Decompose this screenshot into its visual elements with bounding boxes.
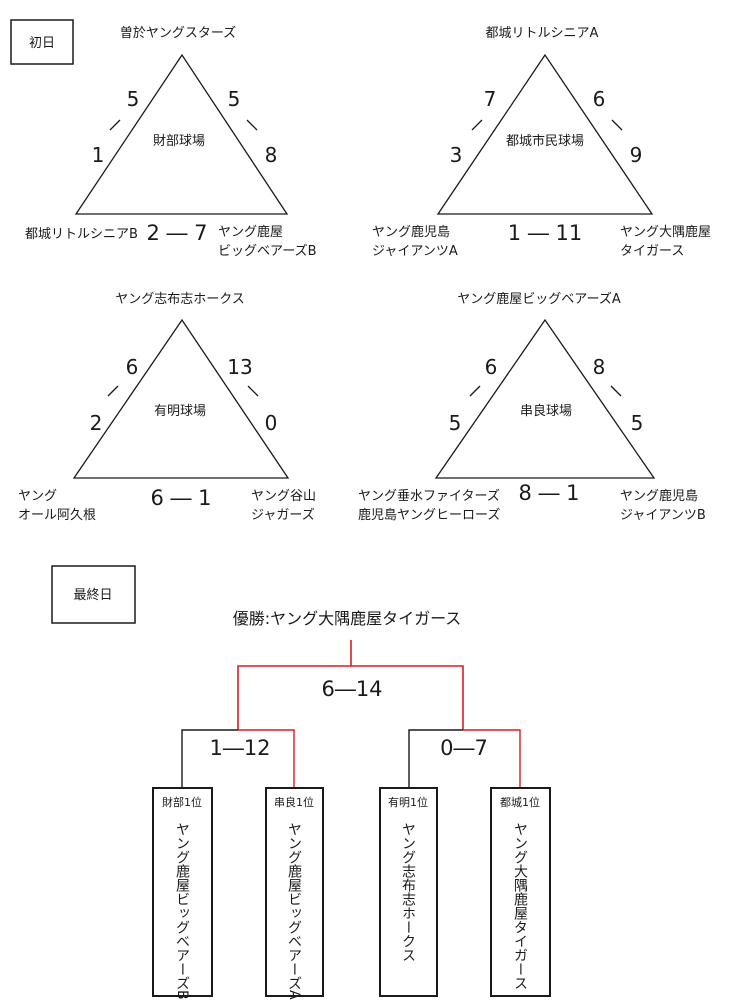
final-runnerup-path [237,665,351,730]
triangle-4 [434,318,656,479]
left-top-score-4: 6 [485,355,498,379]
semi-right-winner-path [463,729,521,788]
right-team-4-line2: ジャイアンツB [620,508,706,523]
top-team-2: 都城リトルシニアA [486,26,599,41]
left-team-2-line1: ヤング鹿児島 [372,224,450,240]
right-top-score-1: 5 [228,87,241,111]
right-bottom-score-1: 8 [265,143,278,167]
left-bottom-score-4: 5 [449,411,462,435]
left-top-score-1: 5 [127,87,140,111]
venue-1: 財部球場 [153,134,205,149]
left-top-score-2: 7 [484,87,497,111]
final-score: 6―14 [321,677,382,701]
right-bottom-score-4: 5 [631,411,644,435]
right-team-2-line1: ヤング大隅鹿屋 [620,224,711,240]
slot-box-3: 有明1位 ヤング志布志ホークス [379,787,438,997]
right-top-score-3: 13 [227,355,252,379]
right-edge-dash-1 [246,119,258,131]
slot-rank: 串良1位 [274,795,314,809]
left-team-3-line1: ヤング [18,489,57,504]
slot-team: ヤング鹿屋ビッグベアーズA [286,822,302,1000]
left-team-4-line1: ヤング垂水ファイターズ [358,488,500,504]
triangle-3 [72,318,290,479]
slot-box-1: 財部1位 ヤング鹿屋ビッグベアーズB [152,787,213,1000]
left-bottom-score-2: 3 [450,143,463,167]
right-edge-dash-2 [611,119,623,131]
right-team-2-line2: タイガース [620,244,684,259]
slot-frame [265,787,324,997]
slot-rank: 有明1位 [388,795,428,809]
slot-box-4: 都城1位 ヤング大隅鹿屋タイガース [490,787,551,997]
slot-team: ヤング志布志ホークス [400,822,416,962]
final-day-label-box [51,565,136,624]
bottom-score-2: 1 ― 11 [508,221,582,245]
slot-box-2: 串良1位 ヤング鹿屋ビッグベアーズA [265,787,324,1000]
final-winner-path [350,640,464,730]
right-team-4-line1: ヤング鹿児島 [620,488,698,504]
right-top-score-2: 6 [593,87,606,111]
bracket-lines [181,640,521,788]
semi-score-right: 0―7 [440,736,488,760]
right-edge-dash-3 [247,385,259,397]
semi-right-loser-path [408,729,463,788]
left-team-3-line2: オール阿久根 [18,508,96,523]
final-day-label: 最終日 [73,587,112,603]
triangle-1 [74,53,289,215]
left-edge-dash-4 [469,385,481,397]
slot-team: ヤング大隅鹿屋タイガース [512,822,528,990]
round-robin-block-2: 都城リトルシニアA 都城市民球場 7 3 6 9 ヤング鹿児島 ジャイアンツA … [372,26,711,259]
venue-3: 有明球場 [154,404,206,419]
slot-rank: 財部1位 [162,795,202,809]
left-bottom-score-1: 1 [92,143,105,167]
left-team-2-line2: ジャイアンツA [372,244,458,259]
right-team-3-line2: ジャガーズ [251,507,315,523]
right-bottom-score-3: 0 [265,411,278,435]
slot-frame [490,787,551,997]
semi-score-left: 1―12 [209,736,270,760]
round-robin-block-4: ヤング鹿屋ビッグベアーズA 串良球場 6 5 8 5 ヤング垂水ファイターズ 鹿… [358,291,706,523]
bottom-score-3: 6 ― 1 [150,486,211,510]
top-team-4: ヤング鹿屋ビッグベアーズA [457,291,621,307]
right-team-3-line1: ヤング谷山 [251,489,316,504]
bottom-score-1: 2 ― 7 [146,221,207,245]
champion-title: 優勝:ヤング大隅鹿屋タイガース [233,609,462,628]
left-edge-dash-3 [107,385,119,397]
slot-rank: 都城1位 [500,795,540,809]
semi-left-winner-path [238,729,295,788]
bottom-score-4: 8 ― 1 [518,481,579,505]
right-team-1-line2: ビッグベアーズB [218,243,317,259]
round-robin-block-3: ヤング志布志ホークス 有明球場 6 2 13 0 ヤング オール阿久根 ヤング谷… [18,292,316,523]
slot-frame [379,787,438,997]
left-team-4-line2: 鹿児島ヤングヒーローズ [358,507,500,523]
round-robin-block-1: 曽於ヤングスターズ 財部球場 5 1 5 8 都城リトルシニアB ヤング鹿屋 ビ… [25,25,317,259]
right-bottom-score-2: 9 [630,143,643,167]
top-team-1: 曽於ヤングスターズ [120,25,236,41]
venue-4: 串良球場 [520,403,572,419]
right-edge-dash-4 [610,385,622,397]
slot-team: ヤング鹿屋ビッグベアーズB [174,822,190,1000]
venue-2: 都城市民球場 [506,133,584,149]
left-bottom-score-3: 2 [90,411,103,435]
day1-label-box [10,19,74,65]
left-top-score-3: 6 [126,355,139,379]
left-edge-dash-2 [471,119,483,131]
triangle-2 [436,53,654,215]
right-team-1-line1: ヤング鹿屋 [218,224,283,240]
day1-label: 初日 [29,36,55,51]
semi-left-loser-path [181,729,238,788]
right-top-score-4: 8 [593,355,606,379]
slot-frame [152,787,213,997]
top-team-3: ヤング志布志ホークス [115,292,245,307]
left-edge-dash-1 [109,119,121,131]
left-team-1: 都城リトルシニアB [25,227,138,242]
